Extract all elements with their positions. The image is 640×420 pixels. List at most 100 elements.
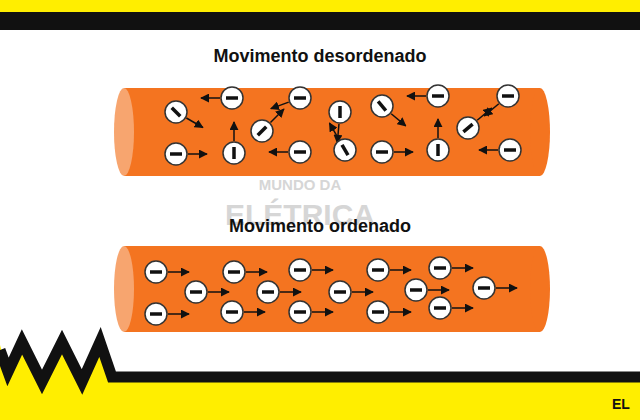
electron [334,139,356,161]
electron [185,281,207,303]
electron [221,301,243,323]
motion-arrow [244,311,265,313]
motion-arrow [269,151,288,153]
electron [429,257,451,279]
electron [371,141,393,163]
motion-arrow [390,311,411,313]
minus-sign [463,124,472,132]
minus-sign [150,270,162,274]
minus-sign [226,310,238,314]
minus-sign [502,94,514,98]
motion-arrow [484,104,499,116]
motion-arrow [312,269,333,271]
minus-sign [434,266,446,270]
electron [257,281,279,303]
minus-sign [232,147,236,159]
motion-arrow [352,291,373,293]
electron [367,259,389,281]
minus-sign [342,145,348,155]
wire-section [114,88,134,176]
electron [165,101,187,123]
electron [223,142,245,164]
minus-sign [378,101,386,110]
minus-sign [410,288,422,292]
electron [367,301,389,323]
electron [329,101,351,123]
minus-sign [436,144,440,156]
motion-arrow [394,151,413,153]
minus-sign [432,94,444,98]
minus-sign [172,108,180,116]
motion-arrow [391,114,406,126]
electron [427,139,449,161]
motion-arrow [188,153,207,155]
minus-sign [372,310,384,314]
electron [473,277,495,299]
minus-sign [294,96,306,100]
minus-sign [434,306,446,310]
motion-arrow [280,291,301,293]
motion-arrow [233,122,235,141]
motion-arrow [312,311,333,313]
motion-arrow [330,123,340,139]
motion-arrow [496,287,517,289]
top-band [0,0,640,12]
minus-sign [150,312,162,316]
heading: Movimento desordenado [213,46,426,67]
motion-arrow [186,118,202,128]
minus-sign [294,268,306,272]
wire-end [530,246,550,332]
wire-end [530,88,550,176]
minus-sign [262,290,274,294]
electron [427,85,449,107]
electron [429,297,451,319]
minus-sign [478,286,490,290]
minus-sign [228,270,240,274]
electron [221,87,243,109]
electron [223,261,245,283]
minus-sign [226,96,238,100]
motion-arrow [452,307,473,309]
motion-arrow [270,109,283,122]
minus-sign [258,127,266,135]
zigzag-line [0,342,640,382]
motion-arrow [477,108,492,120]
minus-sign [294,310,306,314]
electron [251,120,273,142]
motion-arrow [428,289,449,291]
motion-arrow [337,124,339,143]
motion-arrow [208,291,229,293]
motion-arrow [201,97,220,99]
heading: Movimento ordenado [229,216,411,237]
electron [329,281,351,303]
minus-sign [334,290,346,294]
motion-arrow [390,269,411,271]
electron [165,143,187,165]
motion-arrow [168,271,189,273]
minus-sign [170,152,182,156]
electron [497,85,519,107]
electron [405,279,427,301]
electron [145,261,167,283]
electrons [145,85,521,325]
motion-arrow [168,313,189,315]
electron [289,301,311,323]
motion-arrow [452,267,473,269]
electron [499,139,521,161]
wire-body [124,246,540,332]
minus-sign [338,106,342,118]
top-bar [0,12,640,30]
electron [289,141,311,163]
motion-arrow [437,119,439,138]
motion-arrow [479,149,498,151]
wire-body [124,88,540,176]
electron [289,87,311,109]
electron [457,117,479,139]
wire-section [114,246,134,332]
minus-sign [372,268,384,272]
watermark: MUNDO DA [259,176,342,193]
minus-sign [294,150,306,154]
logo-text: EL [612,396,630,412]
minus-sign [376,150,388,154]
minus-sign [504,148,516,152]
